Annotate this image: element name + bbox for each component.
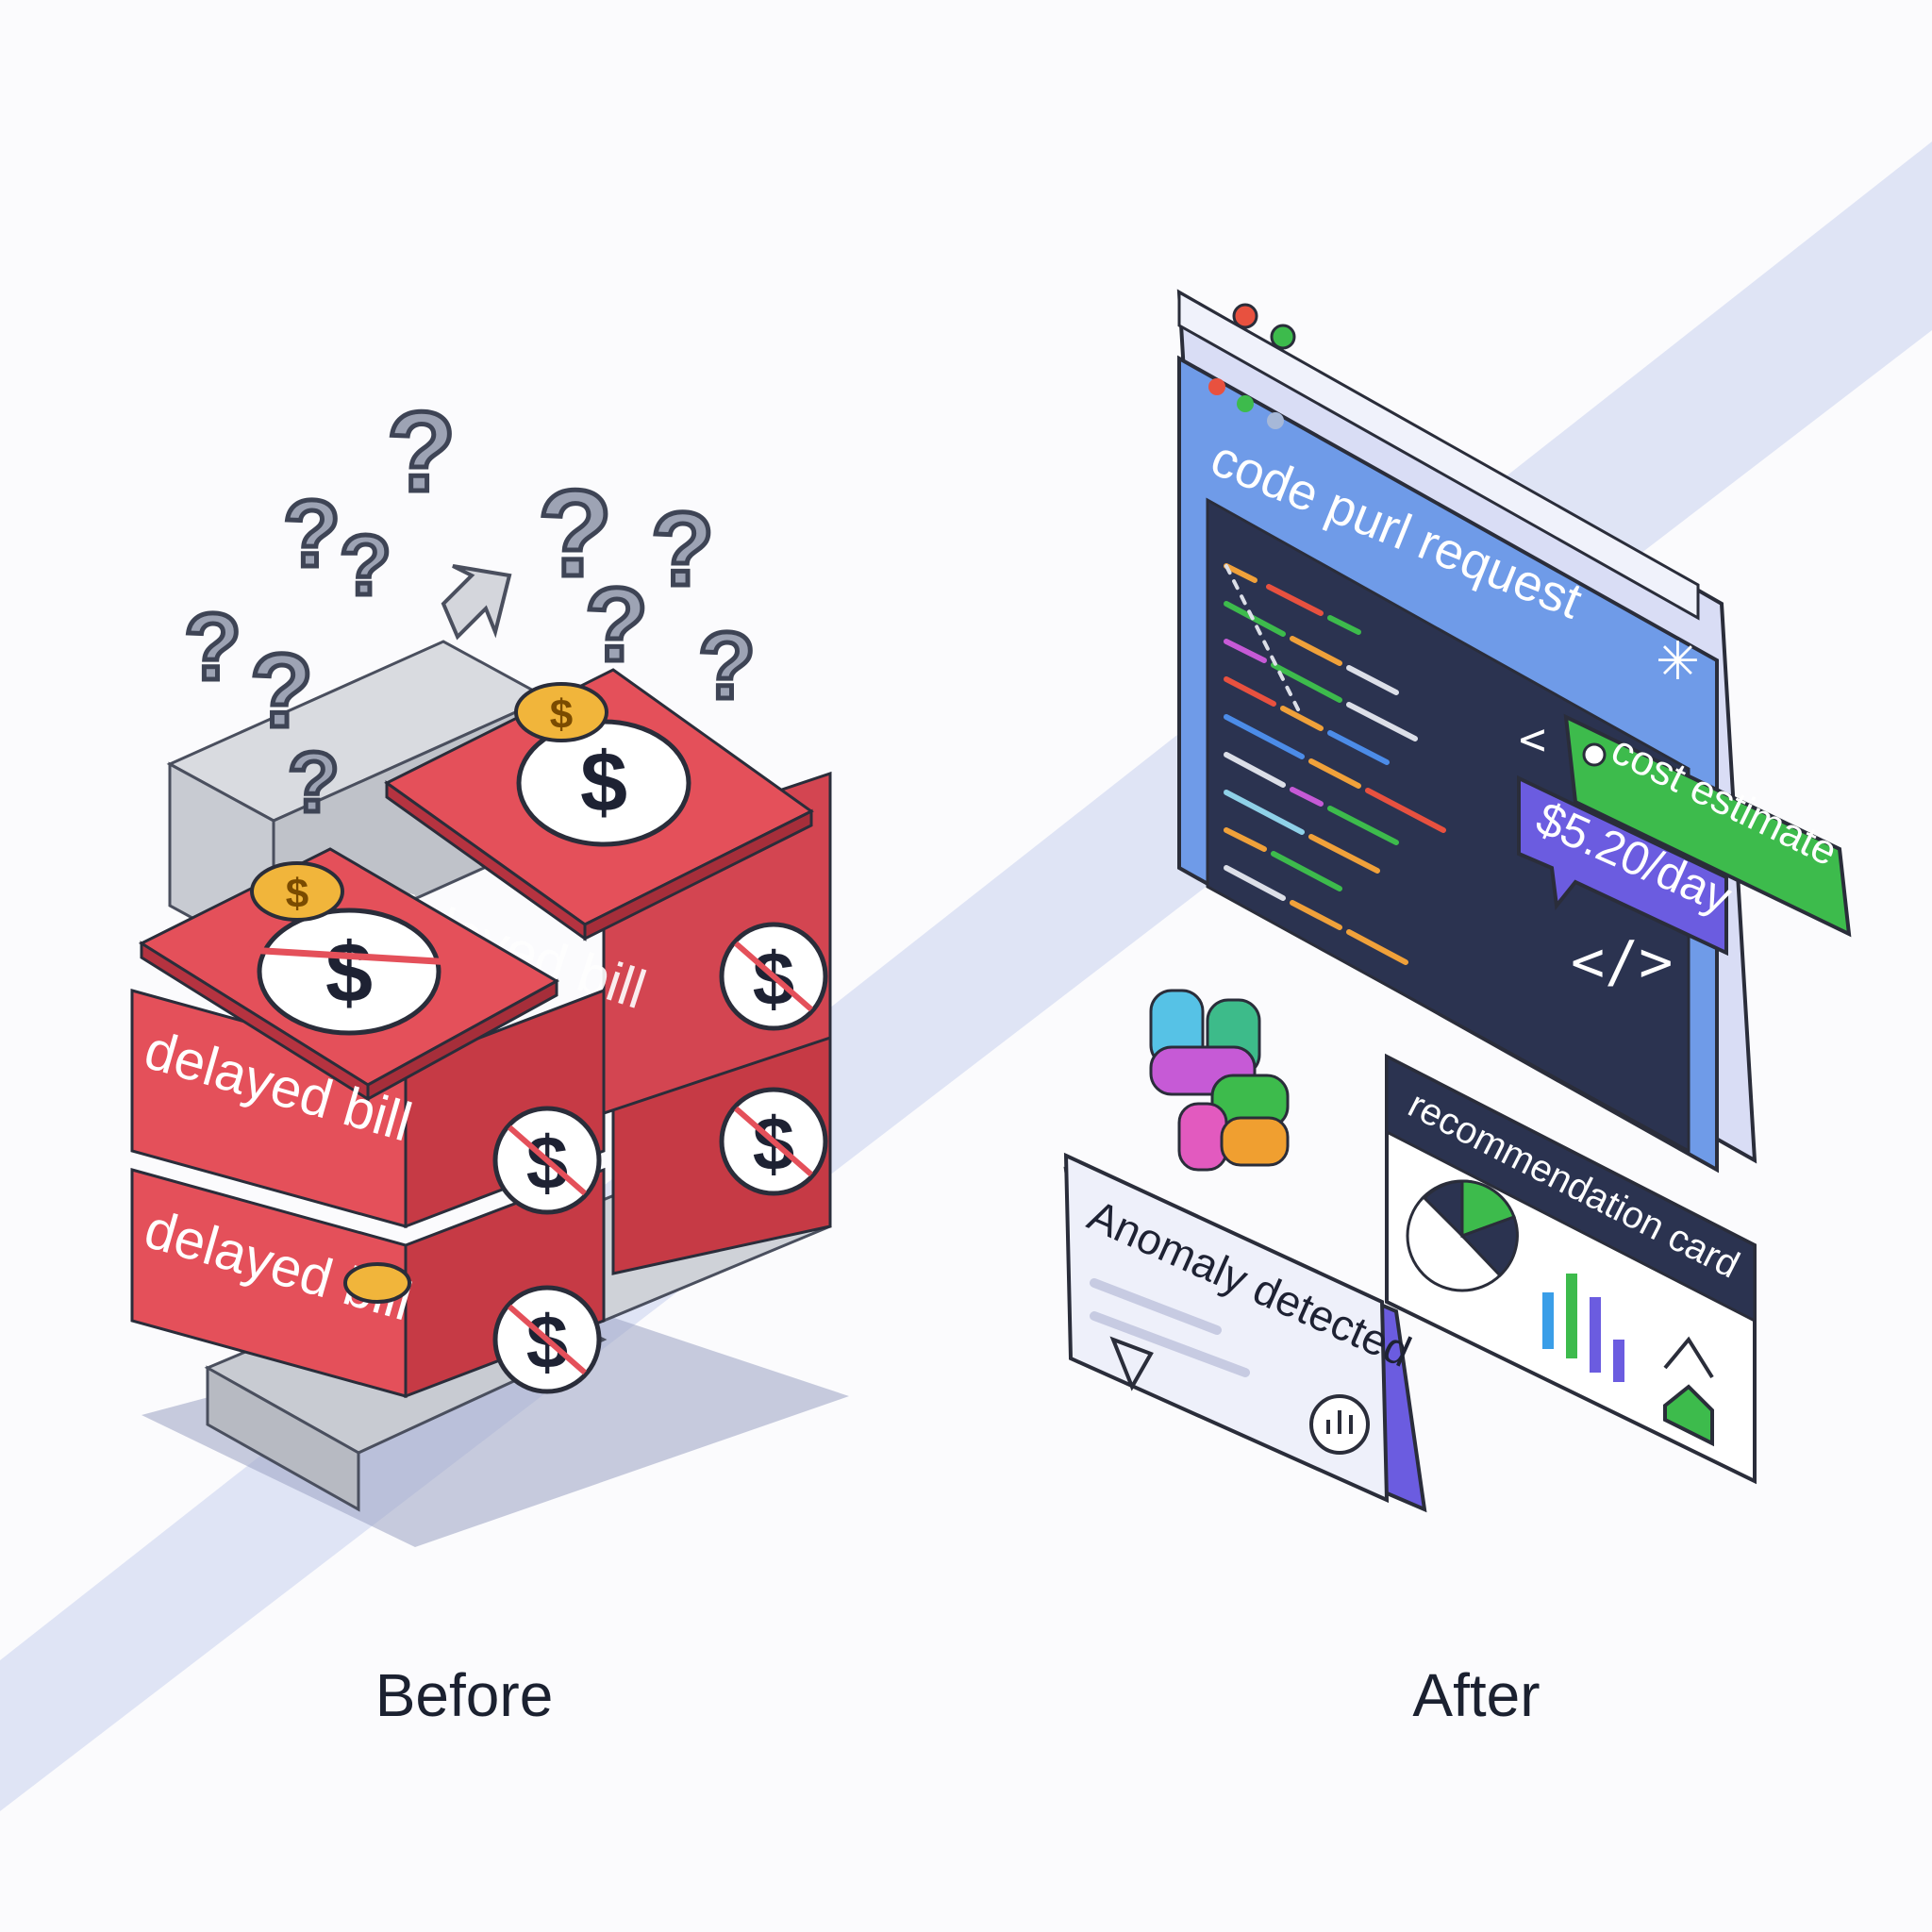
window-control-icon bbox=[1232, 303, 1258, 329]
question-mark-icon: ? bbox=[651, 491, 714, 608]
chat-app-icon bbox=[1149, 989, 1290, 1172]
coin-icon bbox=[514, 682, 608, 742]
front-lid-badge: $ $ bbox=[216, 861, 454, 1304]
cost-value-bubble bbox=[1517, 774, 1728, 957]
window-control-icon bbox=[1208, 378, 1225, 395]
question-mark-icon: ? bbox=[387, 389, 456, 515]
window-control-icon bbox=[1267, 412, 1284, 429]
arrow-up-icon bbox=[441, 564, 512, 641]
question-marks: ? ? ? ? ? ? ? ? ? ? bbox=[182, 387, 758, 833]
svg-text:$: $ bbox=[286, 871, 308, 917]
svg-text:$: $ bbox=[580, 736, 627, 830]
cost-estimate-tag bbox=[1563, 713, 1852, 938]
back-lid-badge: $ $ bbox=[514, 682, 691, 847]
coin-icon bbox=[343, 1262, 411, 1304]
sparkle-icon: ✳ bbox=[1656, 631, 1700, 691]
question-mark-icon: ? bbox=[288, 736, 340, 830]
question-mark-icon: ? bbox=[538, 464, 612, 602]
window-control-icon bbox=[1237, 395, 1254, 412]
question-mark-icon: ? bbox=[698, 613, 756, 719]
question-mark-icon: ? bbox=[340, 519, 391, 613]
upward-trend-icon bbox=[1663, 1336, 1714, 1447]
code-editor bbox=[1206, 497, 1690, 1154]
pie-chart-icon bbox=[1406, 1179, 1519, 1292]
dollar-badge-icon bbox=[257, 908, 441, 1036]
coin-icon bbox=[250, 861, 344, 922]
question-mark-icon: ? bbox=[585, 567, 648, 683]
back-dollar-badges: $ $ bbox=[719, 922, 828, 1196]
code-lines bbox=[1224, 563, 1446, 965]
svg-text:$: $ bbox=[550, 691, 573, 738]
browser-window: ✳ bbox=[1176, 289, 1757, 1174]
question-mark-icon: ? bbox=[283, 481, 341, 587]
question-mark-icon: ? bbox=[250, 633, 313, 749]
front-dollar-badges: $ $ bbox=[492, 1106, 602, 1394]
before-caption: Before bbox=[375, 1661, 554, 1729]
after-caption: After bbox=[1412, 1661, 1541, 1729]
after-scene: ✳ code purl request bbox=[1063, 289, 1852, 1513]
code-brackets-icon: < bbox=[1519, 713, 1546, 766]
svg-text:$: $ bbox=[325, 926, 373, 1021]
recommendation-card bbox=[1385, 1053, 1757, 1485]
before-scene: ? ? ? ? ? ? ? ? ? ? $ $ bbox=[130, 387, 849, 1547]
bar-chart-icon bbox=[1542, 1274, 1624, 1382]
code-brackets-icon: </> bbox=[1571, 929, 1673, 995]
question-mark-icon: ? bbox=[184, 594, 242, 700]
anomaly-card bbox=[1063, 1152, 1427, 1513]
window-control-icon bbox=[1270, 324, 1296, 350]
